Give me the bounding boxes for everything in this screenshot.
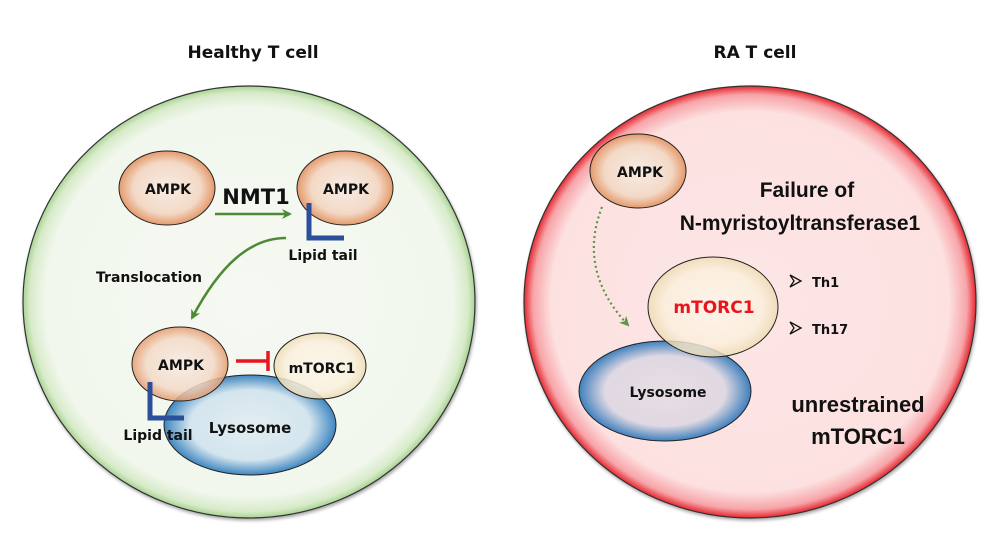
lipid-tail-top-label: Lipid tail — [288, 248, 357, 264]
healthy-ampk-free — [118, 150, 216, 226]
healthy-ampk-lysosomal-label: AMPK — [158, 358, 205, 374]
lipid-tail-lower-icon — [147, 382, 184, 421]
th1-bullet-icon — [789, 274, 803, 288]
ra-mtorc1 — [647, 256, 779, 358]
healthy-ampk-free-label: AMPK — [145, 182, 192, 198]
th17-bullet-icon — [789, 321, 803, 335]
healthy-ampk-myristoylated-label: AMPK — [323, 182, 370, 198]
healthy-mtorc1-label: mTORC1 — [289, 361, 356, 377]
healthy-lysosome-label: Lysosome — [209, 419, 292, 437]
ra-lysosome-label: Lysosome — [629, 385, 706, 401]
lipid-tail-icon — [306, 203, 344, 241]
lipid-tail-bottom-label: Lipid tail — [123, 428, 192, 444]
healthy-panel-title: Healthy T cell — [187, 43, 318, 63]
healthy-ampk-myristoylated — [296, 150, 394, 226]
th17-label: Th17 — [812, 323, 848, 338]
unrestrained-text-line2: mTORC1 — [811, 424, 905, 449]
healthy-mtorc1 — [273, 332, 367, 400]
translocation-arrow — [190, 236, 287, 320]
failure-text-line1: Failure of — [760, 179, 856, 202]
ra-panel-title: RA T cell — [714, 43, 797, 63]
unrestrained-text-line1: unrestrained — [791, 392, 924, 417]
nmt1-label: NMT1 — [222, 185, 289, 209]
healthy-lysosome — [163, 374, 337, 476]
th1-label: Th1 — [812, 276, 839, 291]
translocation-label: Translocation — [96, 270, 202, 286]
inhibition-icon — [236, 351, 270, 371]
ra-ampk-label: AMPK — [617, 165, 664, 181]
failure-text-line2: N-myristoyltransferase1 — [680, 212, 921, 235]
ra-ampk — [589, 133, 687, 209]
healthy-ampk-lysosomal — [131, 326, 229, 402]
ra-mtorc1-label: mTORC1 — [673, 298, 754, 318]
